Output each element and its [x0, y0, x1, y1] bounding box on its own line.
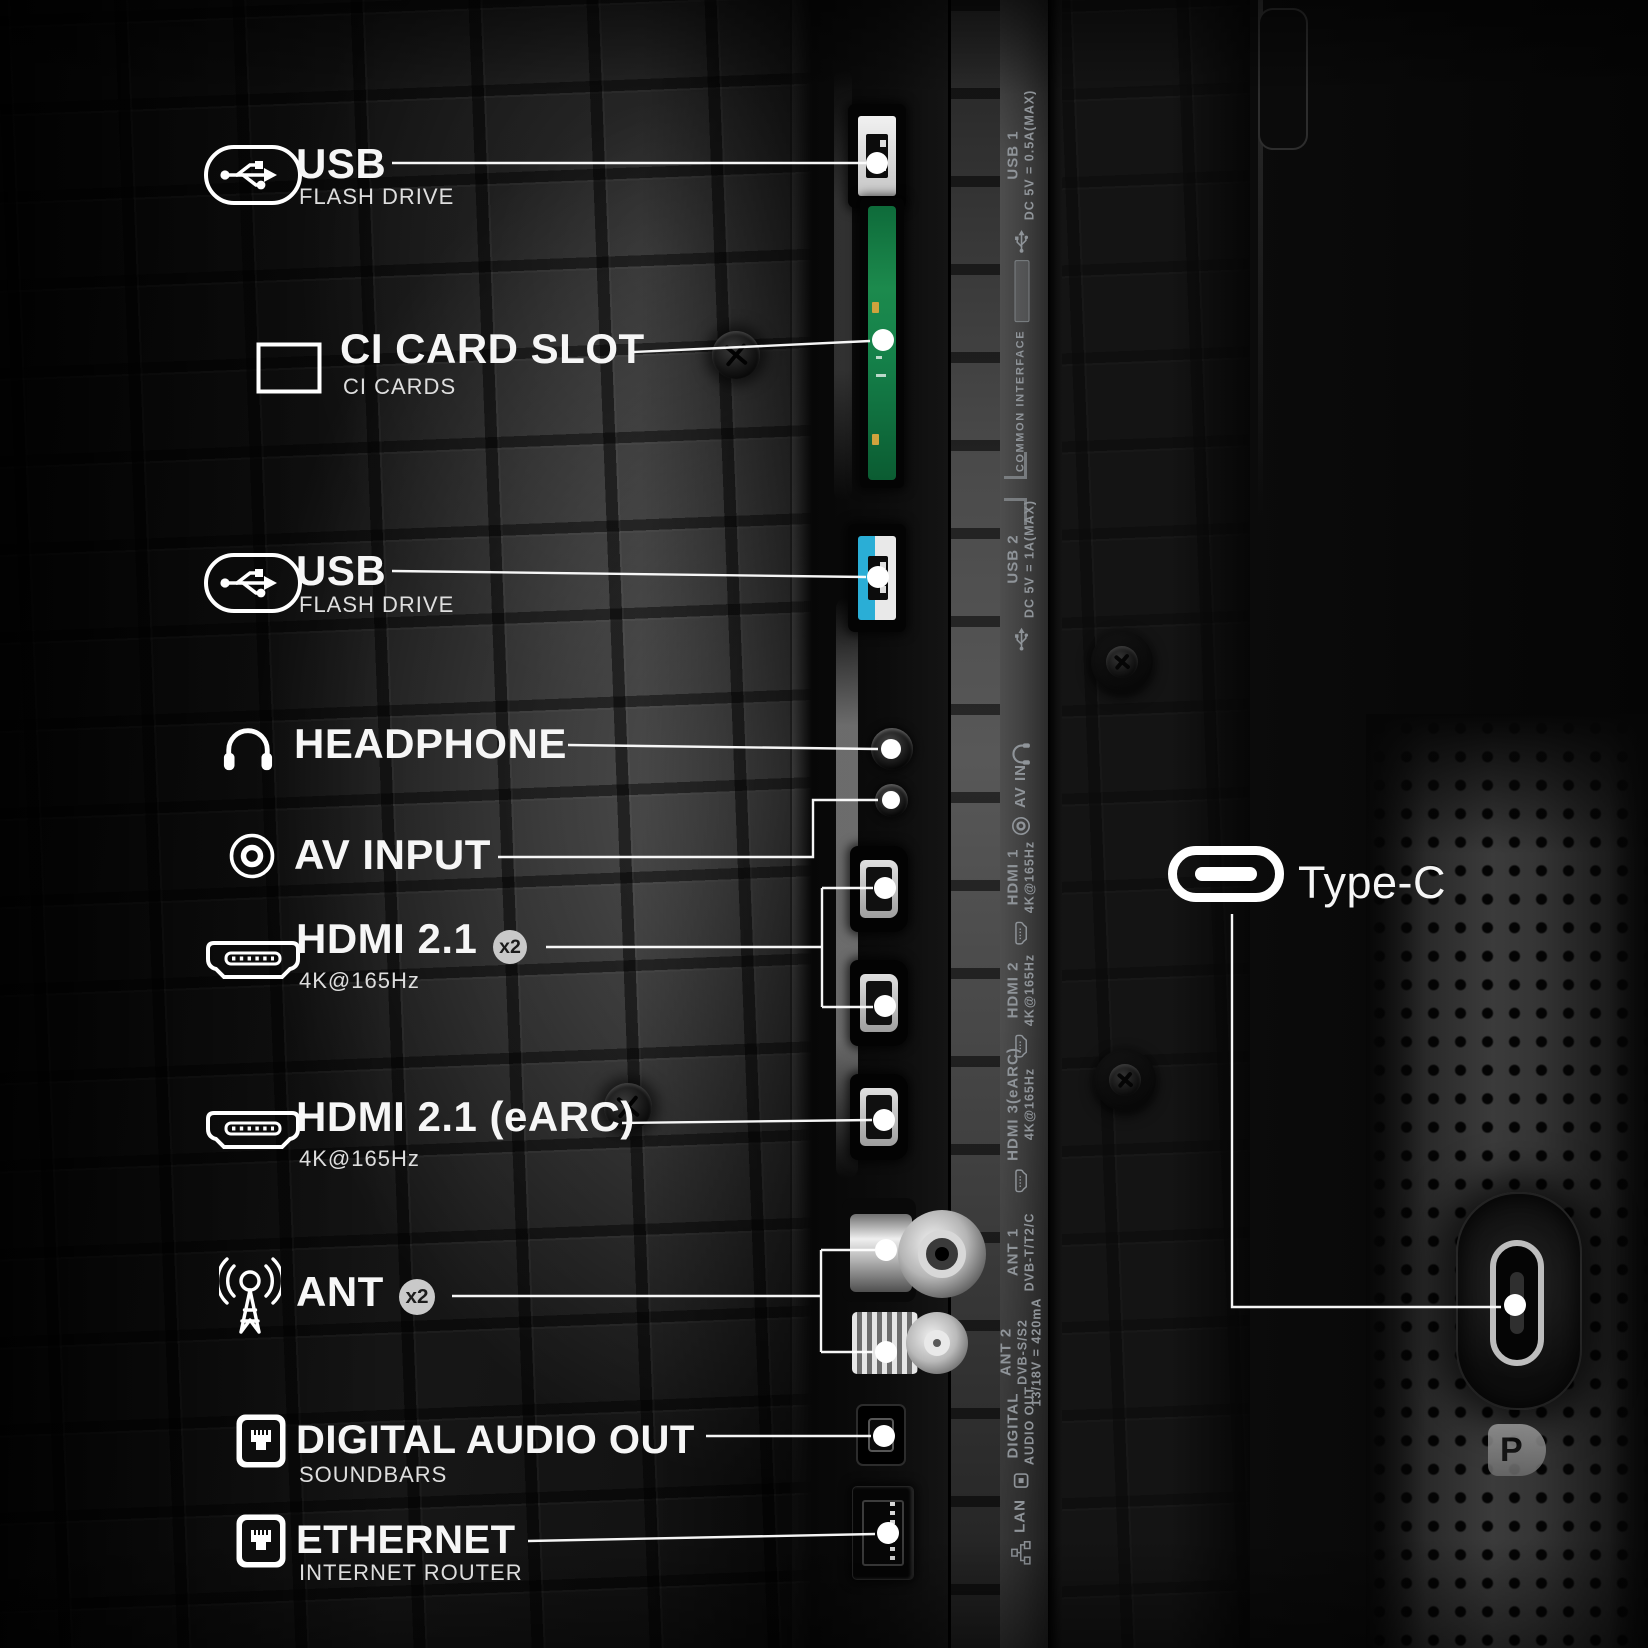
callout-title-ci-card-slot: CI CARD SLOT: [340, 325, 645, 372]
callout-title-ant: ANT: [296, 1268, 384, 1315]
callout-title-hdmi-2-1: HDMI 2.1: [296, 915, 478, 962]
callout-line-type-c: [1230, 914, 1501, 1309]
callout-subtitle-usb-1: FLASH DRIVE: [299, 184, 455, 209]
callout-line-av-input: [498, 798, 878, 859]
type-c-label: Type-C: [1298, 857, 1447, 908]
callout-title-usb-1: USB: [296, 140, 387, 187]
usb-icon: [203, 144, 303, 206]
callout-badge-hdmi-2-1: x2: [493, 930, 527, 964]
callout-title-ethernet: ETHERNET: [296, 1518, 516, 1562]
callout-subtitle-usb-2: FLASH DRIVE: [299, 592, 455, 617]
card-slot-icon: [256, 342, 322, 394]
callout-title-av-input: AV INPUT: [294, 831, 491, 878]
callout-subtitle-ci-card-slot: CI CARDS: [343, 374, 457, 399]
hdmi-icon: [204, 938, 302, 986]
av-input-icon: [228, 832, 276, 880]
usb-c-icon: [1168, 846, 1284, 902]
callout-title-usb-2: USB: [296, 547, 387, 594]
headphone-icon: [222, 724, 274, 774]
callout-line-ci: [633, 339, 871, 354]
antenna-icon: [219, 1256, 281, 1340]
callout-subtitle-ethernet: INTERNET ROUTER: [299, 1560, 523, 1585]
callout-subtitle-digital-audio-out: SOUNDBARS: [299, 1462, 448, 1487]
callout-title-headphone: HEADPHONE: [294, 720, 567, 767]
callout-line-headphone: [567, 743, 879, 751]
rj45-icon: [235, 1513, 287, 1569]
hdmi-icon: [204, 1108, 302, 1156]
callout-line-ethernet: [527, 1532, 876, 1543]
callout-title-digital-audio-out: DIGITAL AUDIO OUT: [296, 1418, 695, 1462]
callout-subtitle-hdmi-2-1: 4K@165Hz: [299, 968, 420, 993]
callout-line-hdmi-earc: [621, 1118, 873, 1125]
callout-line-ant: [452, 1248, 875, 1354]
rj45-icon: [235, 1413, 287, 1469]
callout-line-hdmi: [546, 886, 873, 1009]
callout-title-hdmi-2-1-earc: HDMI 2.1 (eARC): [296, 1093, 635, 1140]
callout-badge-ant: x2: [399, 1279, 435, 1315]
usb-icon: [203, 552, 303, 614]
callout-subtitle-hdmi-2-1-earc: 4K@165Hz: [299, 1146, 420, 1171]
callout-line-usb-2: [391, 569, 867, 579]
